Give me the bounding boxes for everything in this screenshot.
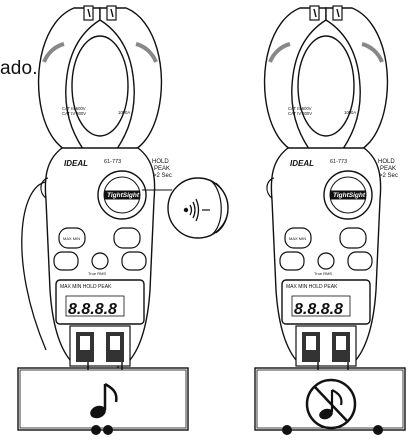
- continuity-callout: [142, 177, 229, 239]
- model-label-right: 61-773: [330, 159, 347, 165]
- circuit-left: [17, 362, 189, 435]
- hold-peak-right-1: HOLD: [378, 159, 395, 165]
- max-min-button-right: MAX MIN: [289, 236, 306, 241]
- hold-peak-right-2: PEAK: [380, 166, 396, 172]
- model-label-left: 61-773: [104, 159, 121, 165]
- true-rms-label-left: True RMS: [88, 271, 106, 276]
- display-digits-right: 8.8.8.8: [294, 301, 343, 318]
- hold-peak-left-1: HOLD: [152, 159, 169, 165]
- brand-logo-right: IDEAL: [290, 159, 314, 168]
- jaw-label-left-2: CAT IV 300V: [62, 111, 86, 116]
- clamp-meter-left: CAT III 600V CAT IV 300V 1000A IDEAL 61-…: [39, 6, 172, 366]
- brand-logo-left: IDEAL: [64, 159, 88, 168]
- dial-brand-right: TightSight: [333, 192, 366, 199]
- jaw-label-right-2: CAT IV 300V: [288, 111, 312, 116]
- jaw-rating-left: 1000A: [118, 110, 130, 115]
- true-rms-label-right: True RMS: [314, 271, 332, 276]
- hold-peak-left-2: PEAK: [154, 166, 170, 172]
- jaw-label-left-1: CAT III 600V: [62, 106, 86, 111]
- dial-brand-left: TightSight: [107, 192, 140, 199]
- display-header-right: MAX MIN HOLD PEAK: [286, 284, 338, 290]
- caption-text: ado.: [0, 58, 38, 79]
- jaw-label-right-1: CAT III 600V: [288, 106, 312, 111]
- hold-peak-right-3: >2 Sec: [379, 173, 398, 179]
- music-note-icon: [90, 382, 118, 419]
- continuity-icon: [183, 198, 200, 222]
- circuit-right: [254, 362, 406, 435]
- display-digits-left: 8.8.8.8: [68, 301, 117, 318]
- jaw-rating-right: 1000A: [344, 110, 356, 115]
- clamp-meter-right: CAT III 600V CAT IV 300V 1000A IDEAL 61-…: [265, 6, 398, 366]
- hold-peak-left-3: >2 Sec: [153, 173, 172, 179]
- no-music-note-icon: [305, 378, 357, 430]
- display-header-left: MAX MIN HOLD PEAK: [60, 284, 112, 290]
- max-min-button-left: MAX MIN: [63, 236, 80, 241]
